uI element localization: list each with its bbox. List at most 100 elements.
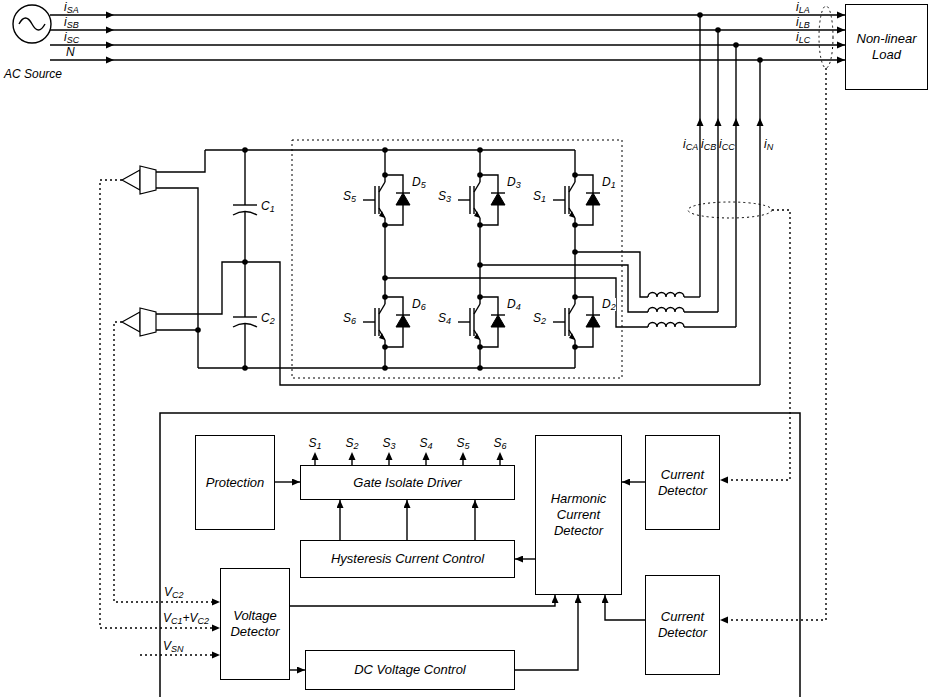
leg-wire [574, 218, 575, 304]
node-text: Hysteresis Current Control [331, 551, 484, 567]
igbt-gate-lead [458, 199, 470, 200]
connector-arrow [605, 595, 645, 620]
leg-output-wire [480, 265, 648, 312]
signal-name: iSB [64, 16, 79, 29]
signal-name: iN [764, 138, 773, 151]
arrow-head [837, 57, 845, 64]
signal-line [140, 654, 212, 655]
node-text: Voltage Detector [225, 608, 285, 640]
capacitor-plate [233, 204, 257, 205]
junction-dot [572, 294, 578, 300]
arrow-head [715, 118, 722, 126]
arrow-head [720, 477, 728, 484]
leg-wire [574, 340, 575, 368]
igbt-emitter [379, 330, 385, 340]
junction-dot [242, 147, 248, 153]
amplifier-symbol [122, 170, 140, 190]
igbt-emitter [379, 208, 385, 218]
component-label: C2 [261, 312, 275, 325]
igbt-collector [379, 304, 385, 314]
signal-name: iCC [719, 138, 735, 151]
node-text: DC Voltage Control [354, 662, 466, 678]
neutral-wire [245, 262, 760, 385]
diode-symbol [586, 315, 600, 327]
component-label: S6 [343, 312, 356, 325]
diode-bar [396, 192, 410, 193]
signal-line [728, 68, 826, 620]
signal-name: iCB [701, 138, 716, 151]
process-box: Current Detector [645, 575, 720, 675]
junction-dot [477, 172, 483, 178]
junction-dot [697, 12, 703, 18]
compensation-wire [735, 45, 736, 327]
capacitor-wire [244, 150, 245, 205]
diode-symbol [396, 193, 410, 205]
diode-wire [575, 327, 593, 347]
igbt-collector [474, 182, 480, 192]
process-box: DC Voltage Control [305, 650, 515, 690]
capacitor-plate [233, 316, 257, 317]
arrow-head [106, 57, 114, 64]
signal-name: S1 [308, 437, 321, 450]
arrow-head [720, 617, 728, 624]
component-label: D2 [602, 298, 616, 311]
igbt-emitter-arrow [379, 333, 385, 340]
arrow-head [386, 452, 393, 460]
leg-output-wire [385, 278, 648, 327]
component-label: D4 [507, 298, 521, 311]
capacitor-wire [244, 324, 245, 368]
node-text: Non-linear Load [850, 31, 923, 63]
diode-bar [491, 192, 505, 193]
process-box: Current Detector [645, 435, 720, 530]
arrow-head [106, 12, 114, 19]
process-box: Gate Isolate Driver [300, 465, 515, 500]
sine-symbol [19, 18, 45, 30]
connector-arrow [290, 595, 555, 606]
component-label: S5 [343, 190, 356, 203]
current-sensor-loop [688, 202, 772, 218]
igbt-emitter [569, 330, 575, 340]
diode-wire [575, 297, 593, 315]
diode-symbol [491, 193, 505, 205]
load-box: Non-linear Load [845, 4, 928, 90]
arrow-head [460, 452, 467, 460]
supply-line [50, 14, 845, 15]
inductor-symbol [648, 308, 684, 313]
arrow-head [212, 625, 220, 632]
process-box: Harmonic Current Detector [535, 435, 622, 595]
arrow-head [106, 27, 114, 34]
connector-arrow [622, 481, 645, 482]
sense-wire [156, 262, 245, 314]
sense-wire [156, 188, 198, 368]
junction-dot [382, 294, 388, 300]
inverter-boundary [292, 140, 622, 378]
component-label: S2 [533, 312, 546, 325]
leg-wire [479, 340, 480, 368]
diode-wire [575, 175, 593, 193]
signal-line [728, 210, 790, 480]
source-circle [13, 5, 51, 43]
leg-output-wire [575, 252, 648, 297]
igbt-gate-lead [553, 199, 565, 200]
arrow-head [212, 652, 220, 659]
diode-symbol [396, 315, 410, 327]
leg-wire [384, 218, 385, 304]
node-text: Gate Isolate Driver [353, 475, 461, 491]
junction-dot [757, 57, 763, 63]
arrow-head [837, 27, 845, 34]
signal-name: iCA [683, 138, 698, 151]
igbt-emitter-arrow [569, 333, 575, 340]
diode-wire [480, 327, 498, 347]
signal-name: iLA [796, 1, 810, 14]
junction-dot [242, 365, 248, 371]
igbt-gate-lead [363, 321, 375, 322]
supply-line [50, 44, 845, 45]
connector-arrow [515, 558, 535, 559]
signal-name: iSC [64, 31, 79, 44]
component-label: D3 [507, 176, 521, 189]
signal-name: VC2 [164, 586, 184, 599]
signal-name: iSA [64, 1, 79, 14]
